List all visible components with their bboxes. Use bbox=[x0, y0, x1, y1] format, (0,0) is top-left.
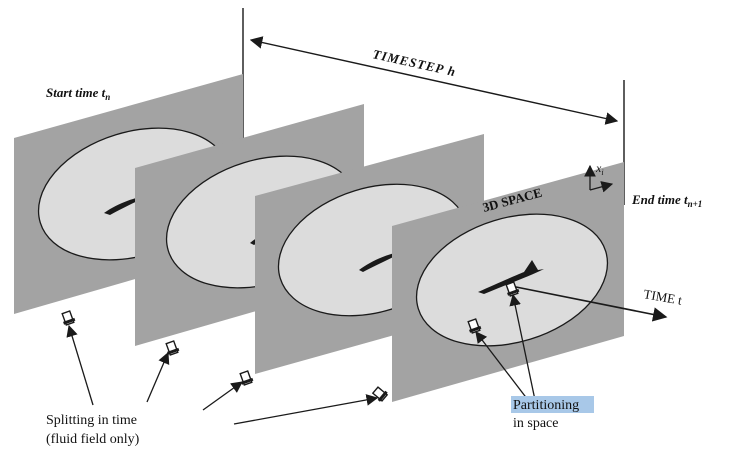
partitioning-highlight bbox=[511, 396, 594, 413]
start-time-label: Start time tn bbox=[46, 85, 110, 102]
partitioning-label-line1: Partitioning bbox=[513, 398, 579, 413]
processor-node-icon-5 bbox=[467, 318, 482, 334]
coordinate-axes-icon bbox=[584, 164, 614, 193]
partitioning-leader-lines bbox=[475, 293, 536, 401]
processor-node-icon-3 bbox=[239, 370, 254, 386]
timestep-arrow bbox=[249, 36, 619, 125]
time-plane-4 bbox=[392, 162, 624, 402]
splitting-leader-lines bbox=[66, 324, 379, 425]
splitting-label-line1: Splitting in time bbox=[46, 413, 137, 428]
xi-label: xi bbox=[595, 161, 604, 177]
end-time-label: End time tn+1 bbox=[631, 192, 702, 209]
processor-node-icon-4 bbox=[371, 386, 389, 402]
time-axis-arrow bbox=[510, 285, 668, 322]
aircraft-silhouette-4 bbox=[478, 260, 544, 294]
timestep-label: TIMESTEP h bbox=[371, 46, 457, 79]
processor-node-icon-2 bbox=[165, 340, 180, 356]
partitioning-label-line2: in space bbox=[513, 416, 558, 431]
processor-node-icon-1 bbox=[61, 310, 76, 326]
time-t-label: TIME t bbox=[642, 286, 683, 308]
splitting-label-line2: (fluid field only) bbox=[46, 432, 140, 447]
